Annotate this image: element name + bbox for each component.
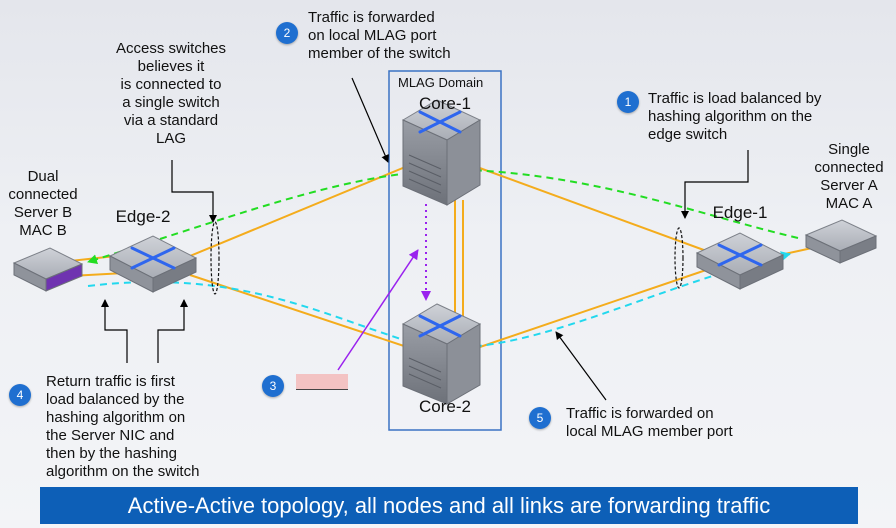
core1-switch — [401, 99, 482, 206]
note-3-badge: 3 — [262, 375, 284, 397]
server-a — [804, 219, 878, 264]
note-3-box — [296, 374, 348, 390]
note-2-text: Traffic is forwarded on local MLAG port … — [308, 9, 451, 62]
callout-arrow-5 — [555, 331, 607, 401]
core2-switch — [401, 303, 482, 405]
note-4-badge: 4 — [9, 384, 31, 406]
lag-ellipse-edge1 — [674, 227, 684, 289]
lag-ellipse-edge2 — [210, 221, 220, 295]
edge2-label: Edge-2 — [115, 207, 171, 226]
link-core2-edge1 — [476, 267, 713, 349]
note-1-text: Traffic is load balanced by hashing algo… — [648, 90, 822, 143]
note-2-badge: 2 — [276, 22, 298, 44]
link-core1-edge1 — [476, 166, 713, 254]
footer-banner: Active-Active topology, all nodes and al… — [40, 487, 858, 524]
callout-arrow-2 — [351, 77, 389, 163]
note-5-text: Traffic is forwarded on local MLAG membe… — [566, 405, 733, 440]
server-a-label: Single connected Server A MAC A — [814, 141, 884, 212]
link-edge1-servera — [779, 247, 813, 256]
arrow-note3 — [337, 249, 419, 371]
note-5-badge: 5 — [529, 407, 551, 429]
note-1-badge: 1 — [617, 91, 639, 113]
mlag-domain-box — [388, 70, 502, 431]
edge1-switch — [695, 232, 785, 290]
callout-arrow-1 — [681, 150, 749, 219]
core1-label: Core-1 — [419, 94, 471, 113]
callout-arrow-4b — [157, 299, 188, 363]
edge2-switch — [108, 235, 198, 293]
server-b-label: Dual connected Server B MAC B — [8, 168, 78, 239]
mlag-domain-title: MLAG Domain — [398, 75, 484, 90]
callout-arrow-access — [171, 160, 217, 223]
traffic-path-green — [87, 168, 799, 265]
core2-label: Core-2 — [419, 397, 471, 416]
callout-arrow-4a — [101, 299, 128, 363]
link-edge2-core1 — [189, 164, 411, 257]
server-b — [12, 247, 84, 292]
note-4-text: Return traffic is first load balanced by… — [46, 373, 200, 480]
edge1-label: Edge-1 — [712, 203, 768, 222]
access-switch-note: Access switches believes it is connected… — [115, 40, 227, 147]
